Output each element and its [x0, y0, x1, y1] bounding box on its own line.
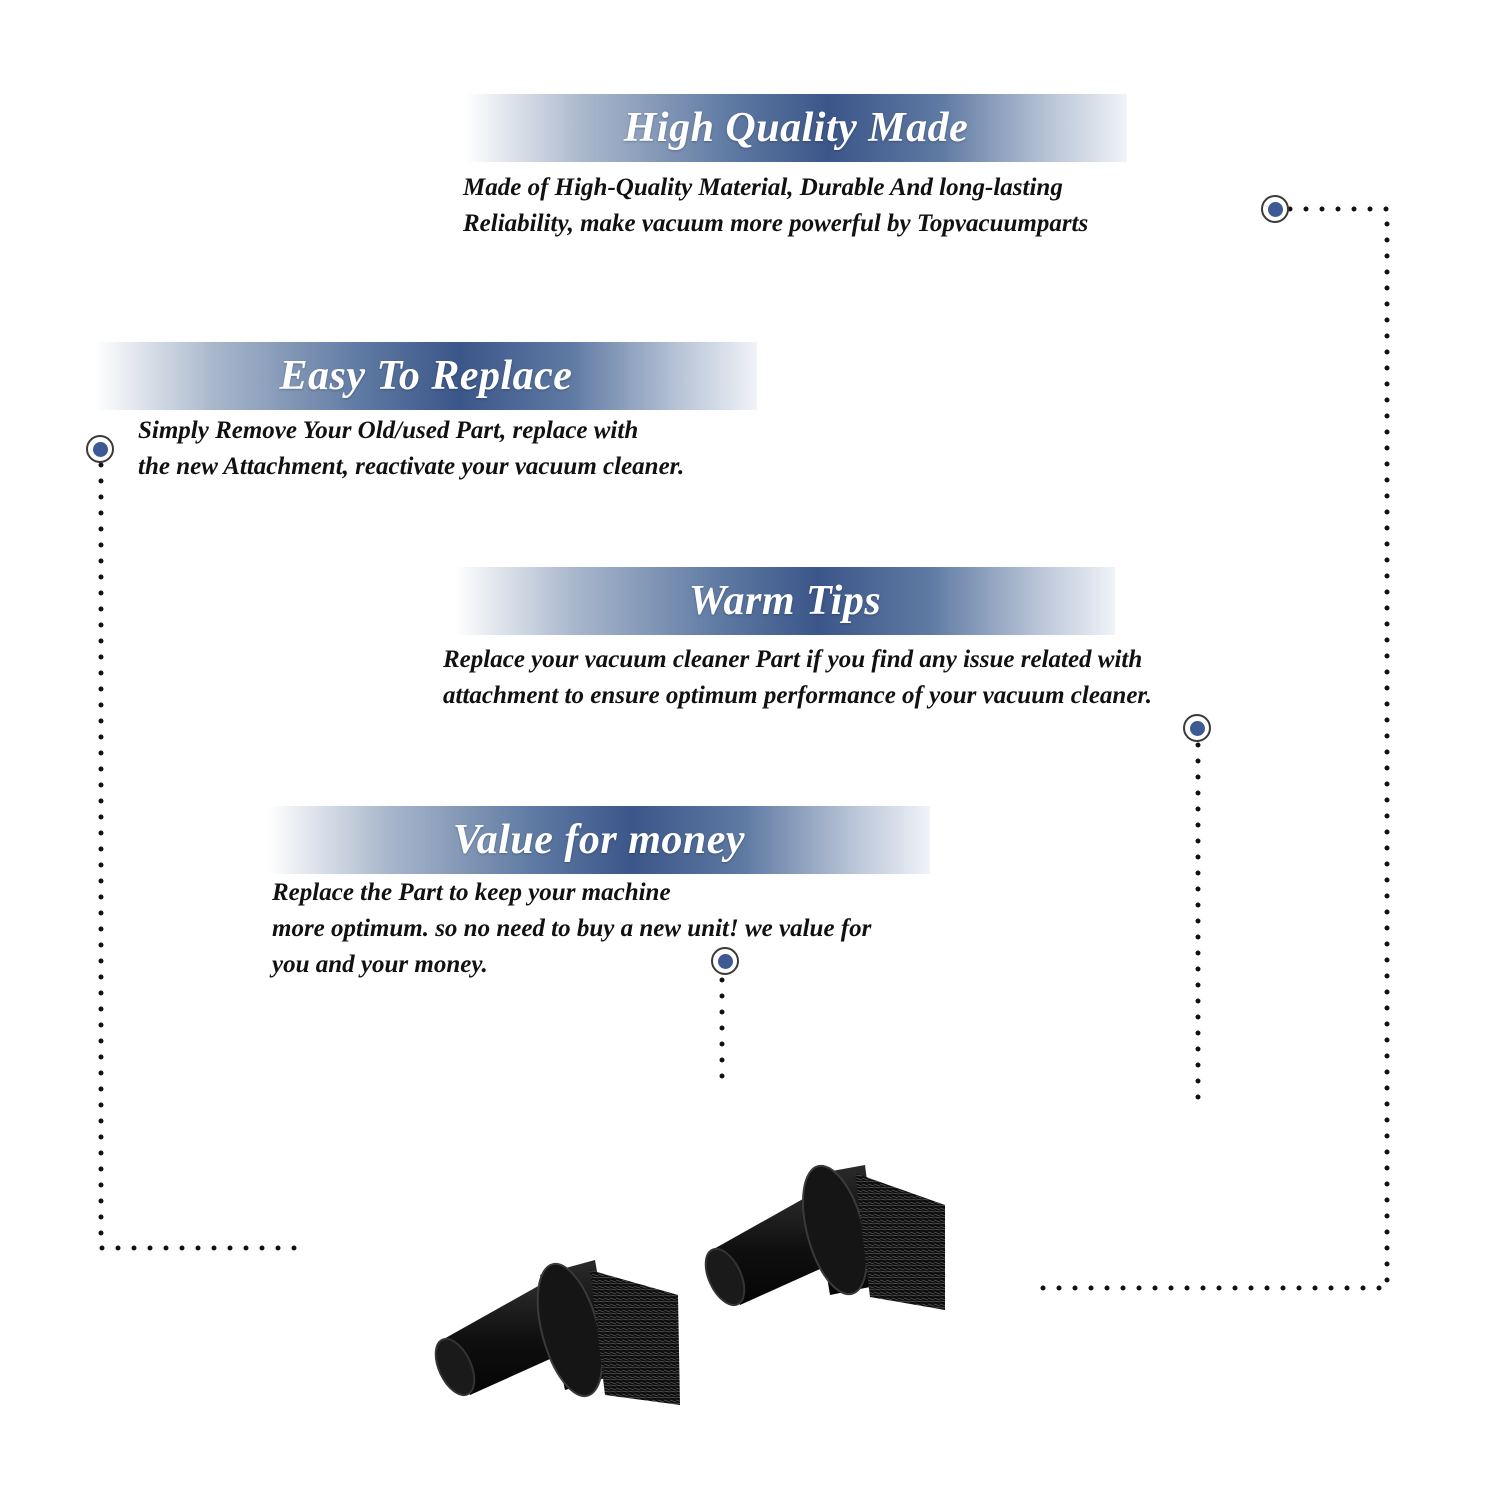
section-title: High Quality Made [623, 105, 969, 151]
section-title: Value for money [452, 817, 746, 863]
section-description: Replace the Part to keep your machine mo… [272, 879, 872, 978]
banner-easy-replace: Easy To Replace [95, 342, 757, 410]
banner-high-quality: High Quality Made [465, 94, 1127, 162]
marker-dot-icon [1183, 714, 1211, 742]
section-description: Replace your vacuum cleaner Part if you … [443, 646, 1153, 709]
section-title: Easy To Replace [279, 353, 573, 399]
connector-easy-replace [98, 462, 299, 1251]
section-title: Warm Tips [688, 578, 882, 624]
brush-attachment-icon [434, 1260, 680, 1405]
marker-dot-icon [86, 435, 114, 463]
section-description: Made of High-Quality Material, Durable A… [463, 174, 1089, 237]
marker-dot-icon [711, 947, 739, 975]
section-description: Simply Remove Your Old/used Part, replac… [138, 417, 685, 480]
marker-dot-icon [1261, 195, 1289, 223]
banner-value-for-money: Value for money [268, 806, 930, 874]
brush-attachment-icon [704, 1164, 945, 1310]
banner-warm-tips: Warm Tips [455, 567, 1115, 635]
connector-high-quality [1035, 206, 1390, 1291]
